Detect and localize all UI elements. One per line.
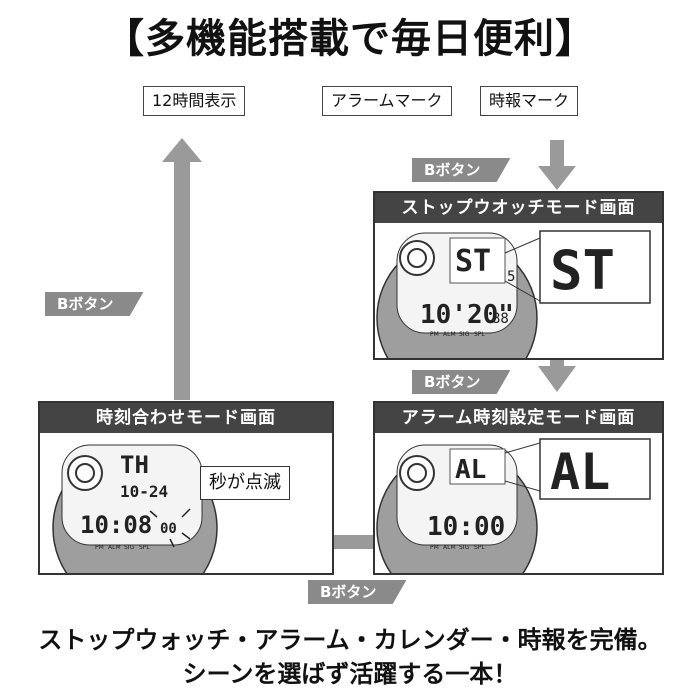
lcd-sub-text: 5: [507, 269, 515, 285]
label-alarm-mark: アラームマーク: [322, 86, 452, 116]
indicator-sig: SIG: [459, 331, 470, 338]
sun-gear-icon: [399, 240, 435, 276]
watch-display: ST 5 10'20" 88 PM ALM SIG SPL ST: [376, 230, 651, 358]
b-button-tag: Bボタン: [412, 370, 511, 394]
seconds-blink-callout: 秒が点滅: [200, 466, 290, 500]
tagline: シーンを選ばず活躍する一本！: [182, 660, 518, 688]
indicator-pm: PM: [430, 331, 439, 338]
lcd-day-text: TH: [120, 451, 149, 479]
indicator-sig: SIG: [459, 544, 470, 551]
lcd-time-text: 10'20": [420, 300, 514, 330]
indicator-sig: SIG: [124, 544, 135, 551]
label-12-hour-display: 12時間表示: [143, 86, 246, 116]
sun-gear-icon: [67, 455, 103, 491]
alarm-set-mode-panel: アラーム時刻設定モード画面 AL 10:00 PM ALM SIG SPL AL: [373, 401, 664, 575]
lcd-time-text: 10:00: [427, 512, 505, 542]
indicator-spl: SPL: [474, 331, 485, 338]
b-button-tag: Bボタン: [45, 292, 144, 316]
b-button-tag: Bボタン: [308, 580, 407, 604]
indicator-pm: PM: [430, 544, 439, 551]
watch-display: TH 10-24 10:08 00 PM ALM SIG SPL: [52, 444, 218, 573]
indicator-spl: SPL: [474, 544, 485, 551]
label-chime-mark: 時報マーク: [480, 86, 579, 116]
lcd-seconds-text: 00: [160, 521, 177, 537]
indicator-alm: ALM: [443, 331, 456, 338]
lcd-date-text: 10-24: [120, 482, 168, 501]
zoom-lcd-text: AL: [550, 443, 610, 501]
indicator-pm: PM: [95, 544, 104, 551]
stopwatch-mode-panel: ストップウオッチモード画面 ST 5 10'20" 88 PM ALM SIG …: [373, 191, 664, 360]
panel-header: 時刻合わせモード画面: [40, 403, 332, 433]
panel-header: ストップウオッチモード画面: [375, 193, 662, 223]
lcd-top-text: ST: [455, 244, 491, 279]
indicator-spl: SPL: [139, 544, 150, 551]
zoom-lcd-text: ST: [550, 239, 615, 302]
watch-display: AL 10:00 PM ALM SIG SPL AL: [376, 438, 651, 573]
lcd-seconds-text: 88: [492, 311, 509, 327]
arrow-down-icon: [538, 140, 576, 190]
blink-marks-icon: [149, 508, 191, 548]
indicator-alm: ALM: [443, 544, 456, 551]
time-setting-mode-panel: 時刻合わせモード画面 TH 10-24 10:08 00 PM ALM SIG …: [38, 401, 334, 575]
feature-summary: ストップウォッチ・アラーム・カレンダー・時報を完備。: [38, 626, 662, 654]
page-title: 【多機能搭載で毎日便利】: [104, 16, 596, 62]
panel-header: アラーム時刻設定モード画面: [375, 403, 662, 433]
sun-gear-icon: [399, 455, 435, 491]
lcd-top-text: AL: [455, 455, 486, 485]
lcd-time-text: 10:08: [80, 511, 152, 539]
indicator-alm: ALM: [108, 544, 121, 551]
arrow-up-icon: [162, 138, 202, 400]
b-button-tag: Bボタン: [412, 158, 511, 182]
